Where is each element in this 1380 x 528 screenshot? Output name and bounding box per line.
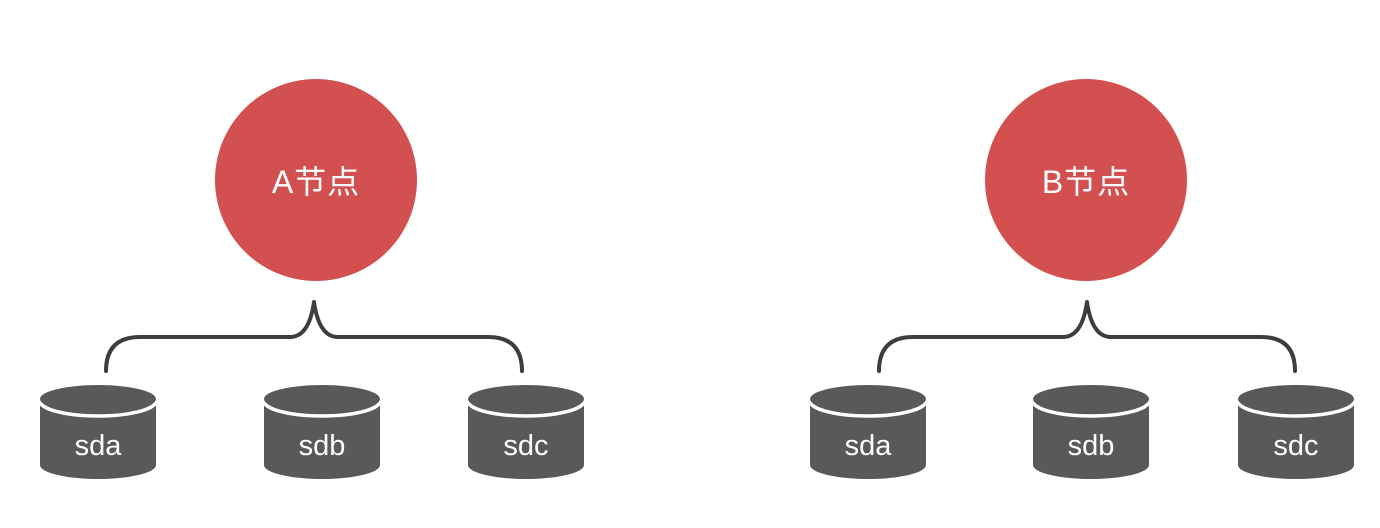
disk-icon: sdb xyxy=(1031,385,1151,479)
disk-icon: sdb xyxy=(262,385,382,479)
disk-b-sdc-label: sdc xyxy=(1273,430,1318,462)
disk-icon: sdc xyxy=(1236,385,1356,479)
disk-a-sdc-label: sdc xyxy=(503,430,548,462)
disk-icon: sdc xyxy=(466,385,586,479)
node-b-circle: B节点 xyxy=(985,79,1187,281)
disk-icon: sda xyxy=(808,385,928,479)
node-b-label: B节点 xyxy=(1041,164,1131,200)
disk-icon: sda xyxy=(38,385,158,479)
disk-a-sda-label: sda xyxy=(75,430,123,462)
brace-connector-b xyxy=(877,300,1297,373)
node-a-circle: A节点 xyxy=(215,79,417,281)
brace-connector-a xyxy=(104,300,524,373)
disk-a-sdb-label: sdb xyxy=(299,430,346,462)
disk-b-sdb-label: sdb xyxy=(1068,430,1115,462)
disk-b-sda-label: sda xyxy=(845,430,893,462)
node-a-label: A节点 xyxy=(271,164,361,200)
